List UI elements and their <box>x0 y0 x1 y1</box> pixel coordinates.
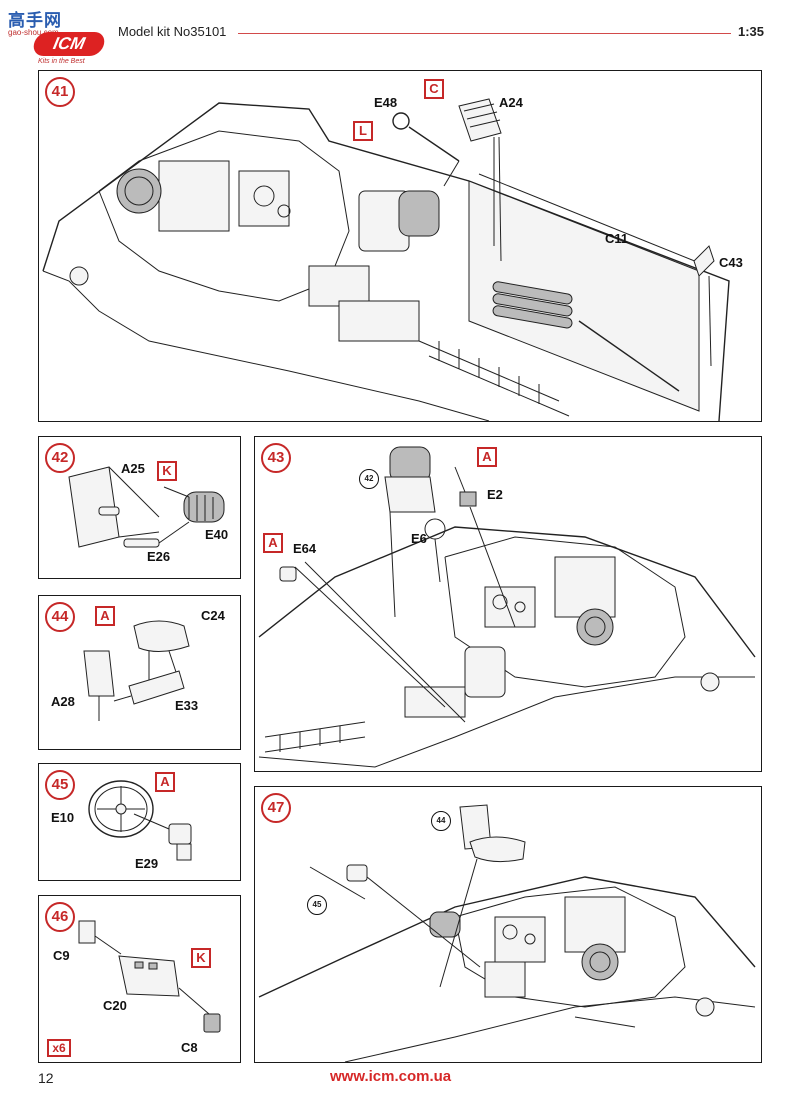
step-45-panel: 45 A E10 E29 <box>38 763 241 881</box>
code-k: K <box>191 948 211 968</box>
part-c9: C9 <box>53 948 70 963</box>
header-rule <box>238 33 731 34</box>
watermark-site: 高手网 <box>8 11 62 30</box>
step-45-number: 45 <box>45 770 75 800</box>
step-43-number: 43 <box>261 443 291 473</box>
part-e29: E29 <box>135 856 159 871</box>
part-c20: C20 <box>103 998 127 1013</box>
part-a25: A25 <box>121 461 145 476</box>
page-number: 12 <box>38 1070 54 1086</box>
ref-step-42: 42 <box>359 469 379 489</box>
part-e33: E33 <box>175 698 199 713</box>
quantity-multiplier: x6 <box>47 1039 71 1057</box>
watermark-sub: gao-shou.com <box>8 28 59 37</box>
step-47-number: 47 <box>261 793 291 823</box>
part-e26: E26 <box>147 549 171 564</box>
part-e48: E48 <box>374 95 398 110</box>
ref-step-45: 45 <box>307 895 327 915</box>
step-44-number: 44 <box>45 602 75 632</box>
part-e2: E2 <box>487 487 503 502</box>
step-44-panel: 44 A C24 A28 E33 <box>38 595 241 750</box>
part-c43: C43 <box>719 255 743 270</box>
part-e64: E64 <box>293 541 317 556</box>
brand-slogan: Kits in the Best <box>38 58 85 65</box>
part-e6: E6 <box>411 531 427 546</box>
scale-label: 1:35 <box>738 24 765 39</box>
step-42-number: 42 <box>45 443 75 473</box>
step-47-panel: 47 44 45 <box>254 786 762 1063</box>
part-a28: A28 <box>51 694 75 709</box>
part-e10: E10 <box>51 810 75 825</box>
step-46-panel: 46 C9 K C20 C8 x6 <box>38 895 241 1063</box>
step-43-drawing <box>258 446 756 768</box>
step-45-drawing <box>88 780 192 861</box>
ref-step-44: 44 <box>431 811 451 831</box>
step-44-drawing <box>83 620 190 721</box>
code-a-top: A <box>477 447 497 467</box>
part-c24: C24 <box>201 608 225 623</box>
step-46-drawing <box>78 920 221 1033</box>
code-a: A <box>95 606 115 626</box>
code-a-left: A <box>263 533 283 553</box>
step-41-number: 41 <box>45 77 75 107</box>
part-c8: C8 <box>181 1040 198 1055</box>
step-42-drawing <box>68 466 225 548</box>
code-k: K <box>157 461 177 481</box>
part-e40: E40 <box>205 527 229 542</box>
step-47-drawing <box>258 804 756 1063</box>
step-41-drawing <box>42 98 730 422</box>
icm-logo: 高手网 gao-shou.com ICM Kits in the Best <box>8 6 108 65</box>
step-46-number: 46 <box>45 902 75 932</box>
part-a24: A24 <box>499 95 523 110</box>
brand-badge: ICM <box>31 32 107 56</box>
part-c11: C11 <box>605 231 629 246</box>
step-41-panel: 41 E48 C L A24 C11 C43 <box>38 70 762 422</box>
step-42-panel: 42 A25 K E40 E26 <box>38 436 241 579</box>
step-43-panel: 43 42 A E2 A E64 E6 <box>254 436 762 772</box>
kit-number: Model kit No35101 <box>118 24 227 39</box>
website-link[interactable]: www.icm.com.ua <box>330 1068 452 1085</box>
code-a: A <box>155 772 175 792</box>
code-l: L <box>353 121 373 141</box>
code-c: C <box>424 79 444 99</box>
